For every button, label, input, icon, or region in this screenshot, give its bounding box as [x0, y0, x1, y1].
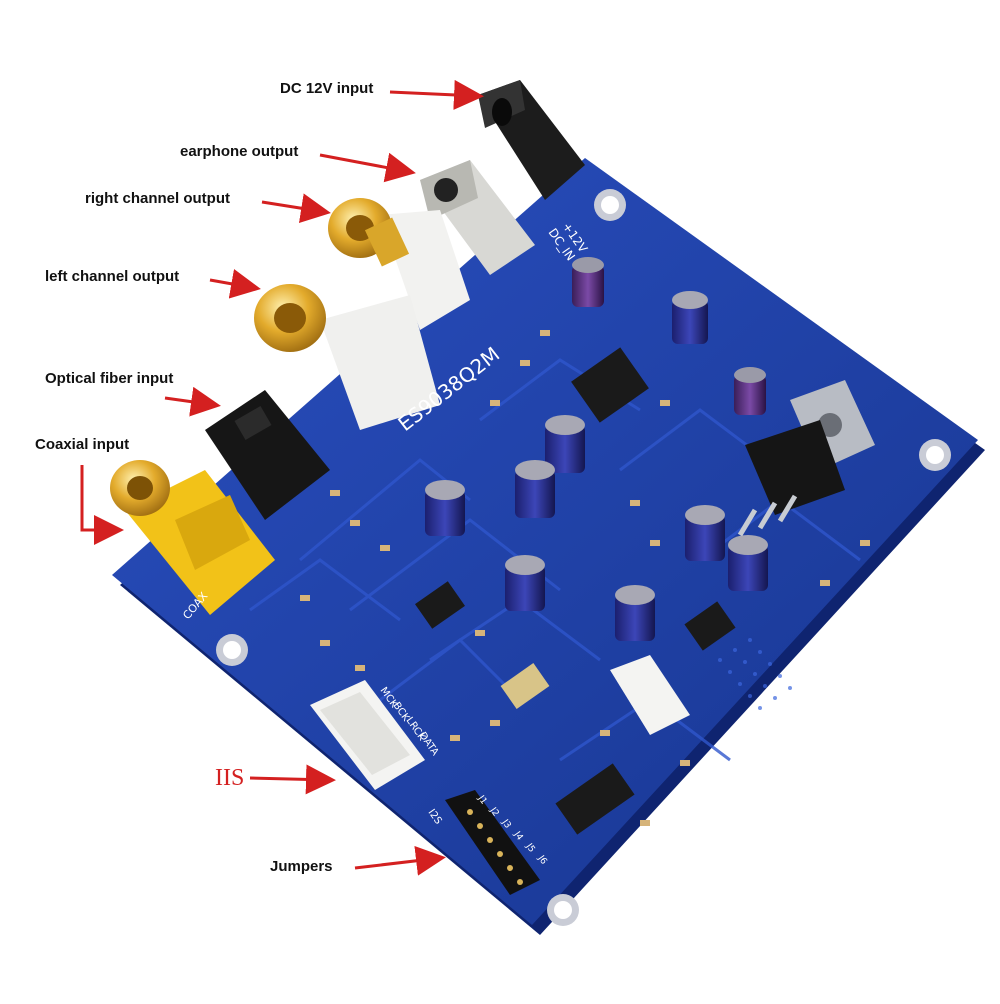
jumper-header [445, 790, 540, 895]
arrow-optical [164, 386, 221, 417]
arrow-left-channel [209, 269, 261, 299]
arrow-right-channel [261, 193, 331, 224]
ic-chips [415, 347, 736, 835]
earphone-jack [420, 160, 535, 275]
callout-optical-input: Optical fiber input [45, 370, 174, 387]
rca-left [254, 284, 440, 430]
arrow-jumpers [354, 845, 446, 876]
arrow-earphone [319, 152, 416, 183]
callout-dc-input: DC 12V input [280, 80, 374, 97]
callout-coaxial-input: Coaxial input [35, 436, 130, 453]
callout-earphone-output: earphone output [180, 143, 299, 160]
capacitors [425, 257, 768, 641]
dc-jack [478, 80, 585, 200]
pcb-board [112, 158, 985, 935]
voltage-regulator [737, 380, 875, 537]
power-connector [610, 655, 690, 735]
iis-connector [310, 680, 425, 790]
callout-arrows [80, 79, 484, 876]
arrow-dc [389, 79, 484, 110]
callout-left-channel-output: left channel output [45, 268, 180, 285]
rca-right [328, 198, 470, 330]
arrow-iis [249, 764, 336, 795]
coaxial-jack [110, 460, 275, 615]
callout-jumpers: Jumpers [270, 858, 333, 875]
mounting-holes [216, 189, 951, 926]
smd-components [300, 330, 870, 826]
callout-iis: IIS [215, 765, 245, 791]
callout-right-channel-output: right channel output [85, 190, 230, 207]
optical-jack [205, 390, 330, 520]
arrow-coaxial [80, 465, 124, 545]
